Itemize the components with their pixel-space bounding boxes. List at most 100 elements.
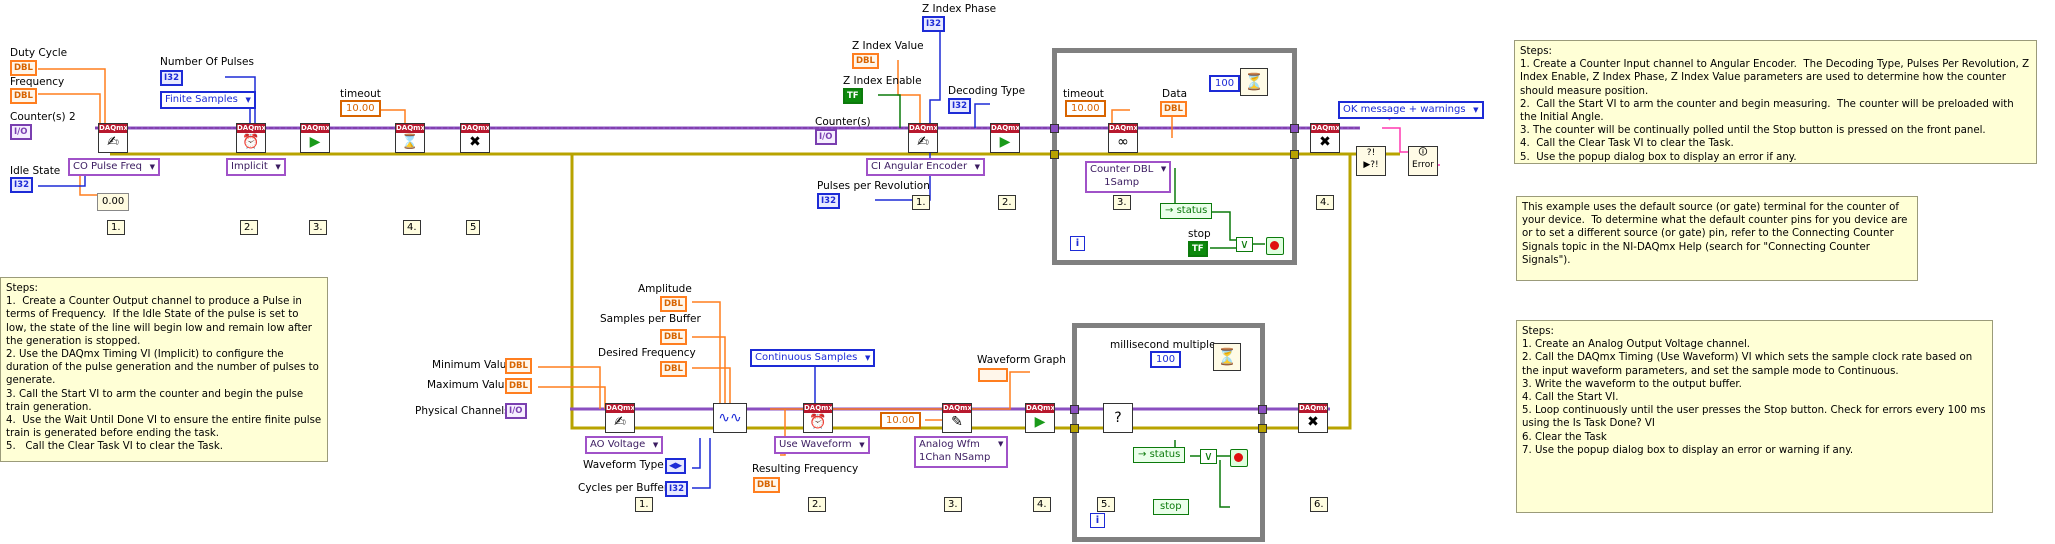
ci-step-4: 4. [1316, 195, 1334, 210]
write-mode-line2: 1Chan NSamp [919, 452, 991, 463]
play-icon: ▶ [1034, 414, 1046, 430]
daqmx-header: DAQmx [301, 124, 330, 133]
daqmx-start-task-vi[interactable]: DAQmx▶ [300, 123, 330, 153]
ci-steps-note: Steps: 1. Create a Counter Input channel… [1514, 40, 2037, 164]
daqmx-clear-task-ci-vi[interactable]: DAQmx✖ [1310, 123, 1340, 153]
daqmx-clear-task-vi[interactable]: DAQmx✖ [460, 123, 490, 153]
ao-voltage-selector[interactable]: AO Voltage [585, 436, 664, 454]
analog-wfm-1chan-nsamp-selector[interactable]: Analog Wfm 1Chan NSamp [914, 436, 1009, 468]
pulses-per-revolution-control[interactable]: I32 [817, 193, 840, 209]
cycles-per-buffer-control[interactable]: I32 [665, 481, 688, 497]
ci-loop-condition-icon [1266, 237, 1284, 255]
daqmx-start-task-ci-vi[interactable]: DAQmx▶ [990, 123, 1020, 153]
frequency-label: Frequency [10, 76, 65, 88]
z-index-enable-label: Z Index Enable [843, 75, 922, 87]
decoding-type-control[interactable]: I32 [948, 98, 971, 114]
ao-ms-multiple-label: millisecond multiple [1110, 339, 1216, 351]
samples-per-buffer-control[interactable]: DBL [660, 329, 687, 345]
basic-function-generator-vi[interactable]: ∿∿ [713, 403, 747, 433]
daqmx-start-task-ao-vi[interactable]: DAQmx▶ [1025, 403, 1055, 433]
daqmx-timing-waveform-vi[interactable]: DAQmx⏰ [803, 403, 833, 433]
ci-loop-iteration: i [1070, 236, 1085, 251]
default-source-note: This example uses the default source (or… [1516, 196, 1918, 281]
loop-tunnel [1258, 405, 1267, 414]
z-index-phase-label: Z Index Phase [922, 3, 997, 15]
ci-stop-button[interactable]: TF [1188, 241, 1208, 257]
write-timeout-constant[interactable]: 10.00 [880, 412, 921, 429]
loop-tunnel [1050, 150, 1059, 159]
waveform-graph-indicator [978, 368, 1008, 382]
daqmx-write-vi[interactable]: DAQmx✎ [942, 403, 972, 433]
ok-message-warnings-selector[interactable]: OK message + warnings [1338, 101, 1484, 119]
daqmx-wait-until-done-vi[interactable]: DAQmx⌛ [395, 123, 425, 153]
daqmx-is-task-done-vi[interactable]: ? [1103, 403, 1133, 433]
pulses-per-revolution-label: Pulses per Revolution [817, 180, 930, 192]
ao-step-1: 1. [635, 497, 653, 512]
daqmx-header: DAQmx [1026, 404, 1055, 413]
z-index-value-control[interactable]: DBL [852, 53, 879, 69]
counter-dbl-1samp-selector[interactable]: Counter DBL 1Samp [1085, 161, 1172, 193]
eraser-icon: ✖ [469, 134, 481, 150]
ao-ms-multiple-constant[interactable]: 100 [1150, 351, 1182, 368]
daqmx-header: DAQmx [237, 124, 266, 133]
continuous-samples-selector[interactable]: Continuous Samples [750, 349, 876, 367]
duty-cycle-control[interactable]: DBL [10, 60, 37, 76]
timeout-control[interactable]: 10.00 [340, 100, 381, 117]
amplitude-control[interactable]: DBL [660, 296, 687, 312]
daqmx-timing-implicit-vi[interactable]: DAQmx⏰ [236, 123, 266, 153]
ao-status-unbundle: → status [1133, 447, 1186, 463]
implicit-selector[interactable]: Implicit [226, 158, 286, 176]
cycles-per-buffer-label: Cycles per Buffer [578, 482, 669, 494]
ci-counters-control[interactable]: I/O [815, 129, 837, 145]
ao-stop-button[interactable]: stop [1153, 499, 1189, 515]
daqmx-read-vi[interactable]: DAQmx∞ [1108, 123, 1138, 153]
ci-ms-multiple-constant[interactable]: 100 [1209, 75, 1241, 92]
loop-tunnel [1258, 424, 1267, 433]
merge-errors-icon: ?!▶?! [1356, 146, 1386, 176]
daqmx-header: DAQmx [991, 124, 1020, 133]
daqmx-header: DAQmx [99, 124, 128, 133]
ao-or-gate: ∨ [1200, 449, 1217, 464]
write-mode-line1: Analog Wfm [919, 439, 980, 450]
idle-state-label: Idle State [10, 165, 61, 177]
number-of-pulses-label: Number Of Pulses [160, 56, 254, 68]
daqmx-create-channel-co-vi[interactable]: DAQmx✍ [98, 123, 128, 153]
daqmx-clear-task-ao-vi[interactable]: DAQmx✖ [1298, 403, 1328, 433]
idle-state-control[interactable]: I32 [10, 177, 33, 193]
initial-delay-constant[interactable]: 0.00 [97, 193, 130, 211]
physical-channels-control[interactable]: I/O [505, 403, 527, 419]
ao-step-2: 2. [808, 497, 826, 512]
number-of-pulses-control[interactable]: I32 [160, 70, 183, 86]
daqmx-create-channel-ci-vi[interactable]: DAQmx✍ [908, 123, 938, 153]
finite-samples-selector[interactable]: Finite Samples [160, 91, 256, 109]
resulting-frequency-indicator: DBL [753, 477, 780, 493]
sine-wave-icon: ∿∿ [718, 410, 742, 426]
maximum-value-control[interactable]: DBL [505, 378, 532, 394]
minimum-value-label: Minimum Value [432, 359, 513, 371]
ci-timeout-control[interactable]: 10.00 [1065, 100, 1106, 117]
desired-frequency-label: Desired Frequency [598, 347, 696, 359]
desired-frequency-control[interactable]: DBL [660, 361, 687, 377]
ao-step-5: 5. [1097, 497, 1115, 512]
co-pulse-freq-selector[interactable]: CO Pulse Freq [68, 158, 160, 176]
use-waveform-selector[interactable]: Use Waveform [774, 436, 870, 454]
frequency-control[interactable]: DBL [10, 88, 37, 104]
play-icon: ▶ [309, 134, 321, 150]
amplitude-label: Amplitude [638, 283, 692, 295]
daqmx-create-channel-ao-vi[interactable]: DAQmx✍ [605, 403, 635, 433]
ci-angular-encoder-selector[interactable]: CI Angular Encoder [866, 158, 986, 176]
counters-2-control[interactable]: I/O [10, 124, 32, 140]
physical-channels-label: Physical Channels [415, 405, 510, 417]
loop-tunnel [1290, 124, 1299, 133]
channel-icon: ✍ [107, 134, 119, 150]
loop-tunnel [1290, 150, 1299, 159]
z-index-enable-control[interactable]: TF [843, 88, 863, 104]
ao-loop-iteration: i [1090, 513, 1105, 528]
z-index-phase-control[interactable]: I32 [922, 16, 945, 32]
minimum-value-control[interactable]: DBL [505, 358, 532, 374]
samples-per-buffer-label: Samples per Buffer [600, 313, 701, 325]
waveform-type-control[interactable]: ◀▶ [665, 458, 687, 474]
duty-cycle-label: Duty Cycle [10, 47, 68, 59]
co-step-3: 3. [309, 220, 327, 235]
waveform-type-label: Waveform Type [583, 459, 664, 471]
